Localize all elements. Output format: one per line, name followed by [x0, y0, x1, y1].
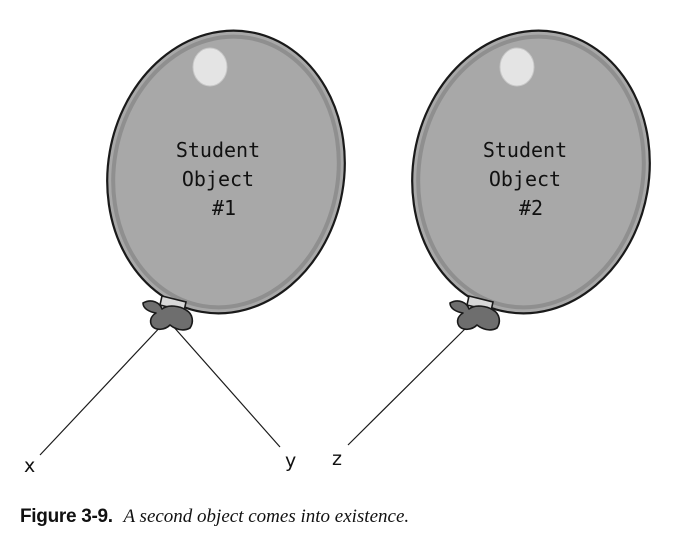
object-label: Student Object #2 — [483, 138, 579, 220]
variable-label-y: y — [285, 450, 296, 472]
object-label-line: Student — [176, 138, 260, 162]
figure-caption: Figure 3-9. A second object comes into e… — [20, 506, 409, 528]
reference-line-x — [39, 321, 166, 456]
object-label-line: Object — [489, 167, 561, 191]
balloon-student-object-2: Student Object #2 — [411, 29, 651, 331]
variable-label-z: z — [332, 448, 342, 470]
balloon-body — [411, 29, 651, 315]
balloon-highlight — [192, 47, 228, 87]
balloon-shading — [111, 34, 341, 310]
balloon-knot — [142, 300, 194, 331]
reference-line-z — [347, 321, 473, 446]
reference-line-y — [171, 324, 281, 448]
figure-number: Figure 3-9. — [20, 506, 113, 527]
object-label-line: Student — [483, 138, 567, 162]
object-label: Student Object #1 — [176, 138, 272, 220]
variable-label-x: x — [24, 455, 35, 477]
balloon-shading — [416, 34, 646, 310]
object-label-line: #2 — [519, 196, 543, 220]
object-label-line: #1 — [212, 196, 236, 220]
balloon-body — [106, 29, 346, 315]
object-label-line: Object — [182, 167, 254, 191]
figure-caption-text: A second object comes into existence. — [123, 506, 410, 527]
balloon-knot — [449, 300, 501, 331]
balloon-student-object-1: Student Object #1 — [106, 29, 346, 331]
balloon-highlight — [499, 47, 535, 87]
